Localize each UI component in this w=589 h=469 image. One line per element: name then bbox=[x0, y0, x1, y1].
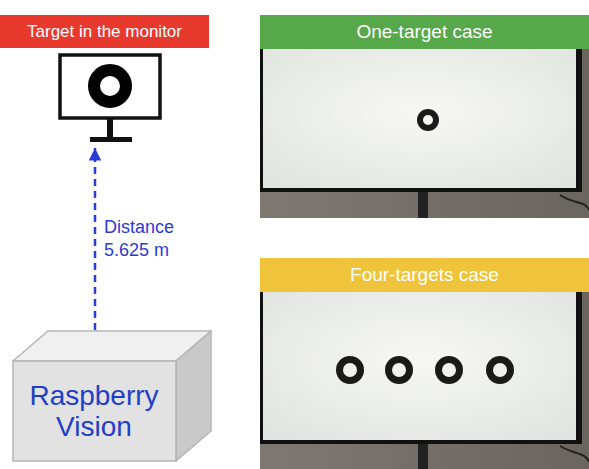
photo-background bbox=[260, 292, 589, 469]
monitor-stand bbox=[418, 192, 428, 218]
target-ring bbox=[389, 360, 410, 381]
monitor-bezel bbox=[260, 49, 582, 192]
photo-four-targets bbox=[260, 292, 589, 469]
monitor-screen bbox=[263, 292, 576, 440]
monitor-sketch bbox=[60, 55, 160, 142]
target-ring bbox=[94, 70, 126, 102]
distance-arrow bbox=[94, 148, 97, 330]
photo-background bbox=[260, 49, 589, 218]
device-box: Raspberry Vision bbox=[12, 330, 212, 462]
target-panel: Target in the monitor bbox=[0, 15, 209, 148]
photo-one-target bbox=[260, 49, 589, 218]
case-title: One-target case bbox=[260, 15, 589, 49]
case-header: Four-targets case bbox=[260, 258, 589, 292]
monitor-bezel bbox=[260, 292, 582, 444]
case-header: One-target case bbox=[260, 15, 589, 49]
box-side bbox=[176, 331, 211, 461]
target-ring bbox=[340, 360, 361, 381]
monitor-neck bbox=[107, 118, 113, 138]
monitor-stand bbox=[418, 444, 428, 469]
distance-label: Distance 5.625 m bbox=[102, 215, 194, 264]
cable bbox=[560, 195, 589, 210]
monitor-screen bbox=[263, 49, 576, 188]
monitor-screen bbox=[60, 55, 160, 118]
case-title: Four-targets case bbox=[260, 258, 589, 292]
target-ring bbox=[420, 112, 436, 128]
target-ring bbox=[439, 360, 460, 381]
cable bbox=[560, 446, 589, 462]
target-label: Target in the monitor bbox=[0, 15, 209, 48]
monitor-base bbox=[90, 137, 132, 142]
device-label: Raspberry Vision bbox=[18, 369, 170, 454]
target-ring bbox=[490, 360, 511, 381]
box-front bbox=[13, 361, 176, 461]
